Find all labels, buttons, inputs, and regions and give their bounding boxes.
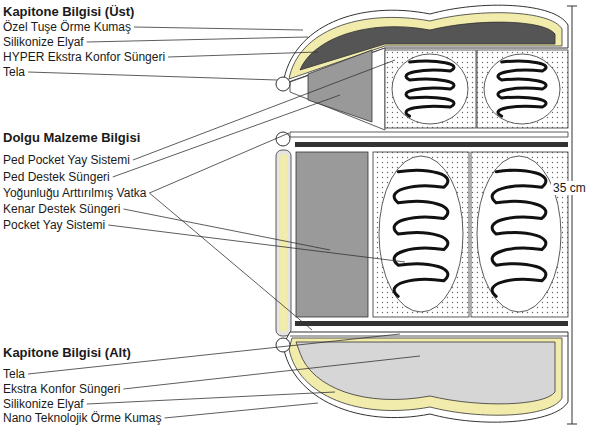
part-label: Nano Teknolojik Örme Kumaş — [3, 411, 162, 425]
leader-line — [134, 27, 303, 30]
coil-spring — [394, 170, 448, 296]
leader-line — [108, 225, 405, 262]
part-label: Pocket Yay Sistemi — [3, 218, 105, 232]
leader-line — [87, 37, 308, 42]
part-label: Ped Pocket Yay Sistemi — [3, 153, 130, 167]
leader-line — [168, 52, 318, 57]
part-label: Silikonize Elyaf — [3, 35, 84, 49]
section-heading: Dolgu Malzeme Bilgisi — [3, 130, 140, 145]
section-heading: Kapitone Bilgisi (Üst) — [3, 4, 134, 19]
part-label: Tela — [3, 367, 25, 381]
part-label: Kenar Destek Süngeri — [3, 202, 120, 216]
leader-line — [113, 95, 340, 177]
leader-line — [123, 356, 420, 389]
part-label: Ped Destek Süngeri — [3, 170, 110, 184]
leader-line — [28, 72, 277, 80]
coil-spring — [492, 170, 546, 296]
leader-line — [133, 60, 395, 160]
section-heading: Kapitone Bilgisi (Alt) — [3, 345, 131, 360]
leader-line — [149, 193, 312, 330]
part-label: Özel Tuşe Örme Kumaş — [3, 20, 131, 34]
coil-spring — [406, 61, 454, 116]
leader-line — [123, 209, 330, 250]
part-label: HYPER Ekstra Konfor Süngeri — [3, 50, 165, 64]
part-label: Ekstra Konfor Süngeri — [3, 382, 120, 396]
part-label: Tela — [3, 65, 25, 79]
leader-line — [165, 403, 318, 418]
leader-line — [87, 392, 335, 404]
dimension-label: 35 cm — [551, 181, 588, 195]
coil-spring — [498, 61, 546, 116]
part-label: Silikonize Elyaf — [3, 397, 84, 411]
leader-line — [149, 133, 289, 193]
part-label: Yoğunluğu Arttırılmış Vatka — [3, 186, 146, 200]
